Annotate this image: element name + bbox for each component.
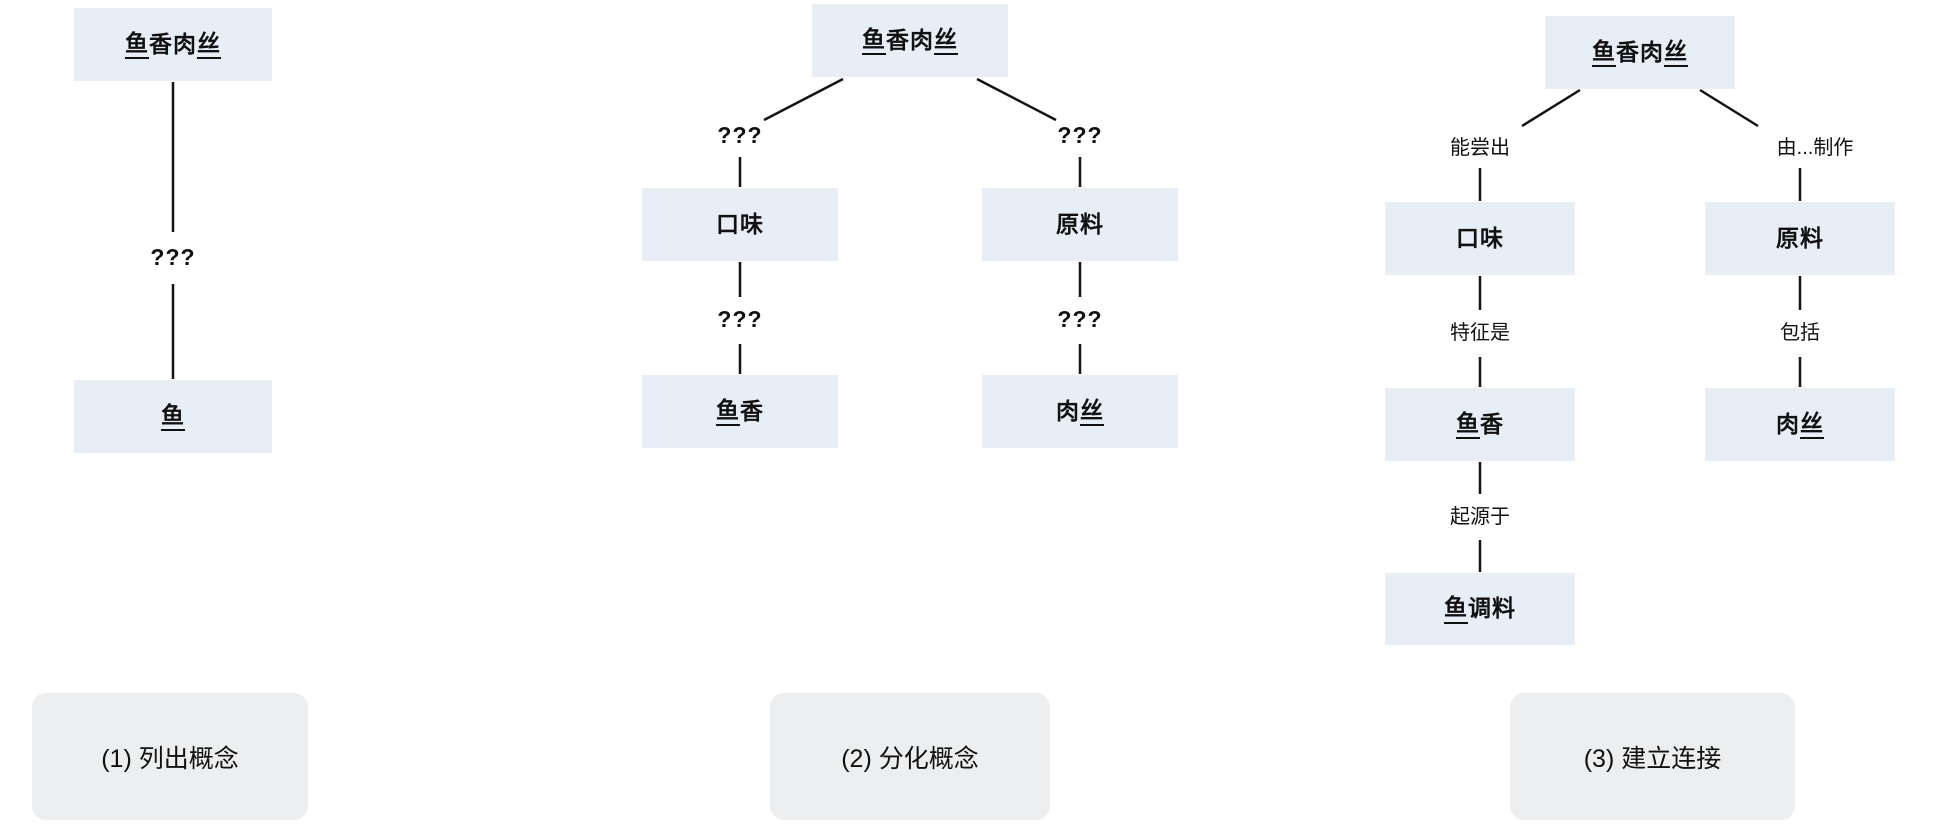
node-fish: 鱼 bbox=[74, 380, 272, 453]
node-dish: 鱼香肉丝 bbox=[1545, 16, 1735, 89]
caption-step-2: (2) 分化概念 bbox=[770, 693, 1050, 820]
caption-step-1: (1) 列出概念 bbox=[32, 693, 308, 820]
node-fish-seasoning: 鱼调料 bbox=[1385, 573, 1575, 645]
edge-label-characteristic: 特征是 bbox=[1450, 322, 1510, 344]
node-dish: 鱼香肉丝 bbox=[74, 8, 272, 81]
caption-step-3: (3) 建立连接 bbox=[1510, 693, 1795, 820]
node-ingredients: 原料 bbox=[982, 188, 1178, 261]
edge-line bbox=[1521, 88, 1581, 128]
edge-line bbox=[1699, 88, 1759, 128]
node-taste: 口味 bbox=[642, 188, 838, 261]
edge-label-unknown: ??? bbox=[1057, 122, 1103, 149]
edge-label-originates-from: 起源于 bbox=[1450, 506, 1510, 528]
node-taste: 口味 bbox=[1385, 202, 1575, 275]
edge-label-unknown: ??? bbox=[1057, 306, 1103, 333]
node-shredded-pork: 肉丝 bbox=[1705, 388, 1895, 461]
node-fish-flavor: 鱼香 bbox=[642, 375, 838, 448]
edge-label-unknown: ??? bbox=[150, 244, 196, 271]
node-ingredients: 原料 bbox=[1705, 202, 1895, 275]
edge-label-unknown: ??? bbox=[717, 122, 763, 149]
edge-label-can-taste: 能尝出 bbox=[1450, 137, 1510, 159]
edge-line bbox=[763, 77, 844, 122]
edge-line bbox=[976, 77, 1057, 122]
edge-label-includes: 包括 bbox=[1780, 322, 1820, 344]
node-fish-flavor: 鱼香 bbox=[1385, 388, 1575, 461]
node-shredded-pork: 肉丝 bbox=[982, 375, 1178, 448]
edge-label-made-from: 由...制作 bbox=[1776, 137, 1854, 159]
node-dish: 鱼香肉丝 bbox=[812, 4, 1008, 77]
edge-label-unknown: ??? bbox=[717, 306, 763, 333]
